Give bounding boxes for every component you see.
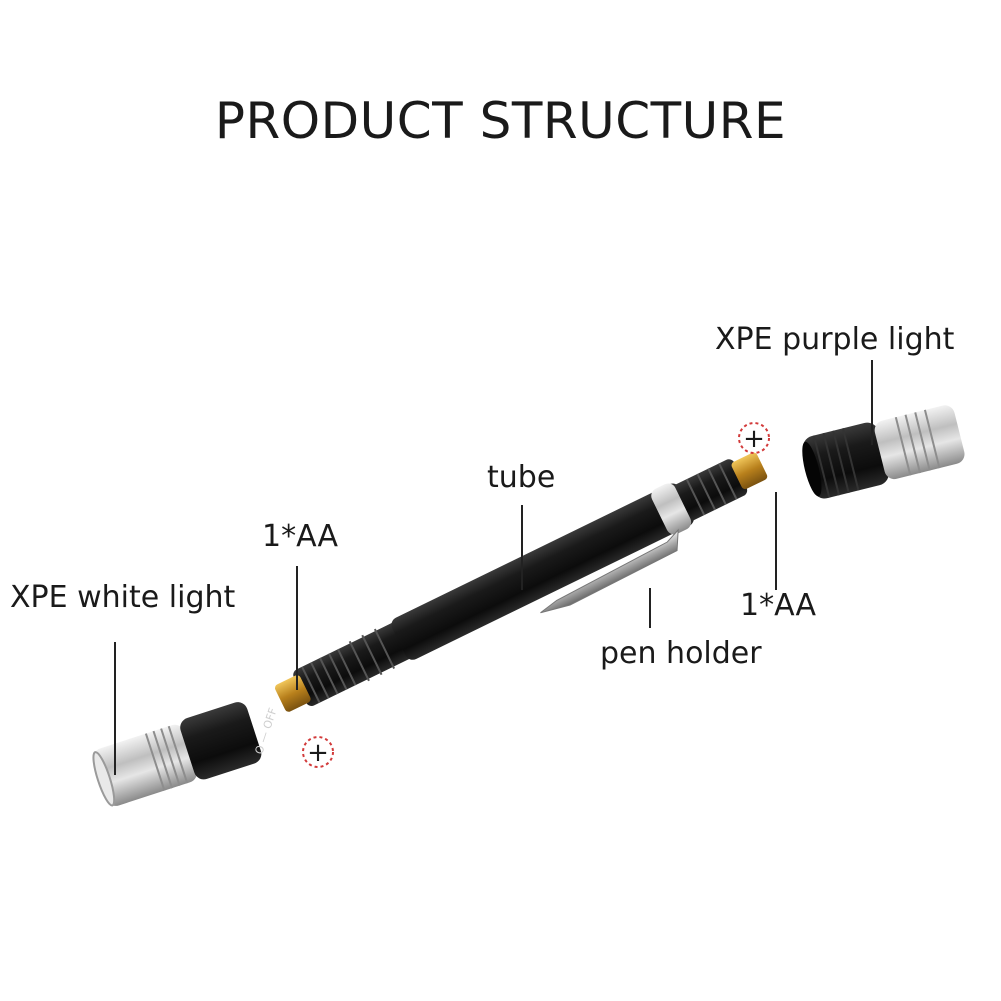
- threaded-end-right: [670, 459, 748, 522]
- label-tube: tube: [487, 460, 556, 495]
- purple-light-head: [802, 405, 965, 499]
- plus-marker-right: +: [738, 422, 770, 454]
- svg-text:+: +: [307, 738, 329, 768]
- threaded-end-left: [293, 621, 415, 706]
- battery-left: [274, 675, 311, 712]
- pen-holder: [540, 528, 679, 614]
- label-battery-right: 1*AA: [740, 588, 816, 623]
- tube: [391, 483, 694, 660]
- svg-text:+: +: [743, 424, 765, 454]
- label-pen-holder: pen holder: [600, 636, 762, 671]
- battery-right: [731, 452, 768, 490]
- label-battery-left: 1*AA: [262, 519, 338, 554]
- plus-marker-left: +: [302, 736, 334, 768]
- tube-assembly: [274, 452, 768, 712]
- switch-engraving: O — OFF: [252, 706, 279, 756]
- page-title: PRODUCT STRUCTURE: [214, 92, 787, 150]
- label-xpe-white-light: XPE white light: [10, 580, 236, 615]
- clip-ring: [651, 483, 692, 535]
- label-xpe-purple-light: XPE purple light: [715, 322, 955, 357]
- white-light-head: [92, 702, 262, 807]
